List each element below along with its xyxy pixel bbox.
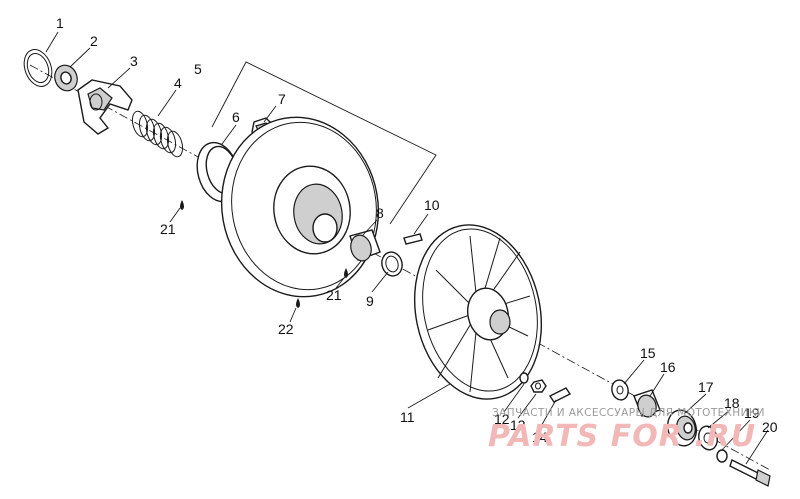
callout-4: 4	[174, 75, 182, 91]
part-5-bracket	[211, 61, 437, 225]
callout-19: 19	[744, 405, 760, 421]
grease-drop-icon-21b	[344, 268, 348, 278]
callout-2: 2	[90, 33, 98, 49]
part-3-cam	[77, 79, 133, 135]
callout-20: 20	[762, 419, 778, 435]
part-17-bearing	[666, 409, 698, 447]
callout-22: 22	[278, 321, 294, 337]
callout-6: 6	[232, 109, 240, 125]
part-5-movable-sheave	[220, 116, 380, 298]
part-16-spacer	[633, 389, 661, 418]
part-4-spring	[131, 110, 184, 158]
watermark-tagline: ЗАПЧАСТИ И АКСЕССУАРЫ ДЛЯ МОТОТЕХНИКИ	[492, 407, 765, 419]
part-10-pin	[403, 233, 423, 245]
callout-13: 13	[510, 417, 526, 433]
part-2-washer	[54, 64, 78, 92]
part-8-collar	[349, 229, 381, 262]
part-9-ring	[381, 251, 403, 277]
callout-21a: 21	[160, 221, 176, 237]
leader-lines	[45, 31, 769, 465]
callout-10: 10	[424, 197, 440, 213]
callout-17: 17	[698, 379, 714, 395]
callout-12: 12	[494, 411, 510, 427]
part-1-circlip	[23, 49, 53, 87]
part-20-bolt	[729, 459, 771, 487]
callout-8: 8	[376, 205, 384, 221]
part-12-washer	[519, 372, 529, 384]
part-18-washer	[698, 425, 718, 451]
callout-15: 15	[640, 345, 656, 361]
callout-7: 7	[278, 91, 286, 107]
callout-16: 16	[660, 359, 676, 375]
part-11-fixed-sheave	[413, 224, 543, 400]
grease-drop-icon-22	[296, 298, 300, 308]
part-15-washer	[611, 379, 629, 401]
callout-14: 14	[532, 429, 548, 445]
grease-drop-icon-21a	[180, 200, 184, 210]
callout-9: 9	[366, 293, 374, 309]
part-13-nut	[530, 379, 547, 393]
callout-1: 1	[56, 15, 64, 31]
callout-3: 3	[130, 53, 138, 69]
callout-21b: 21	[326, 287, 342, 303]
callout-5: 5	[194, 61, 202, 77]
watermark-brand-logo: PARTS FOR .RU	[488, 419, 756, 454]
callout-11: 11	[400, 409, 415, 425]
callout-18: 18	[724, 395, 740, 411]
part-14-screw	[548, 387, 572, 403]
